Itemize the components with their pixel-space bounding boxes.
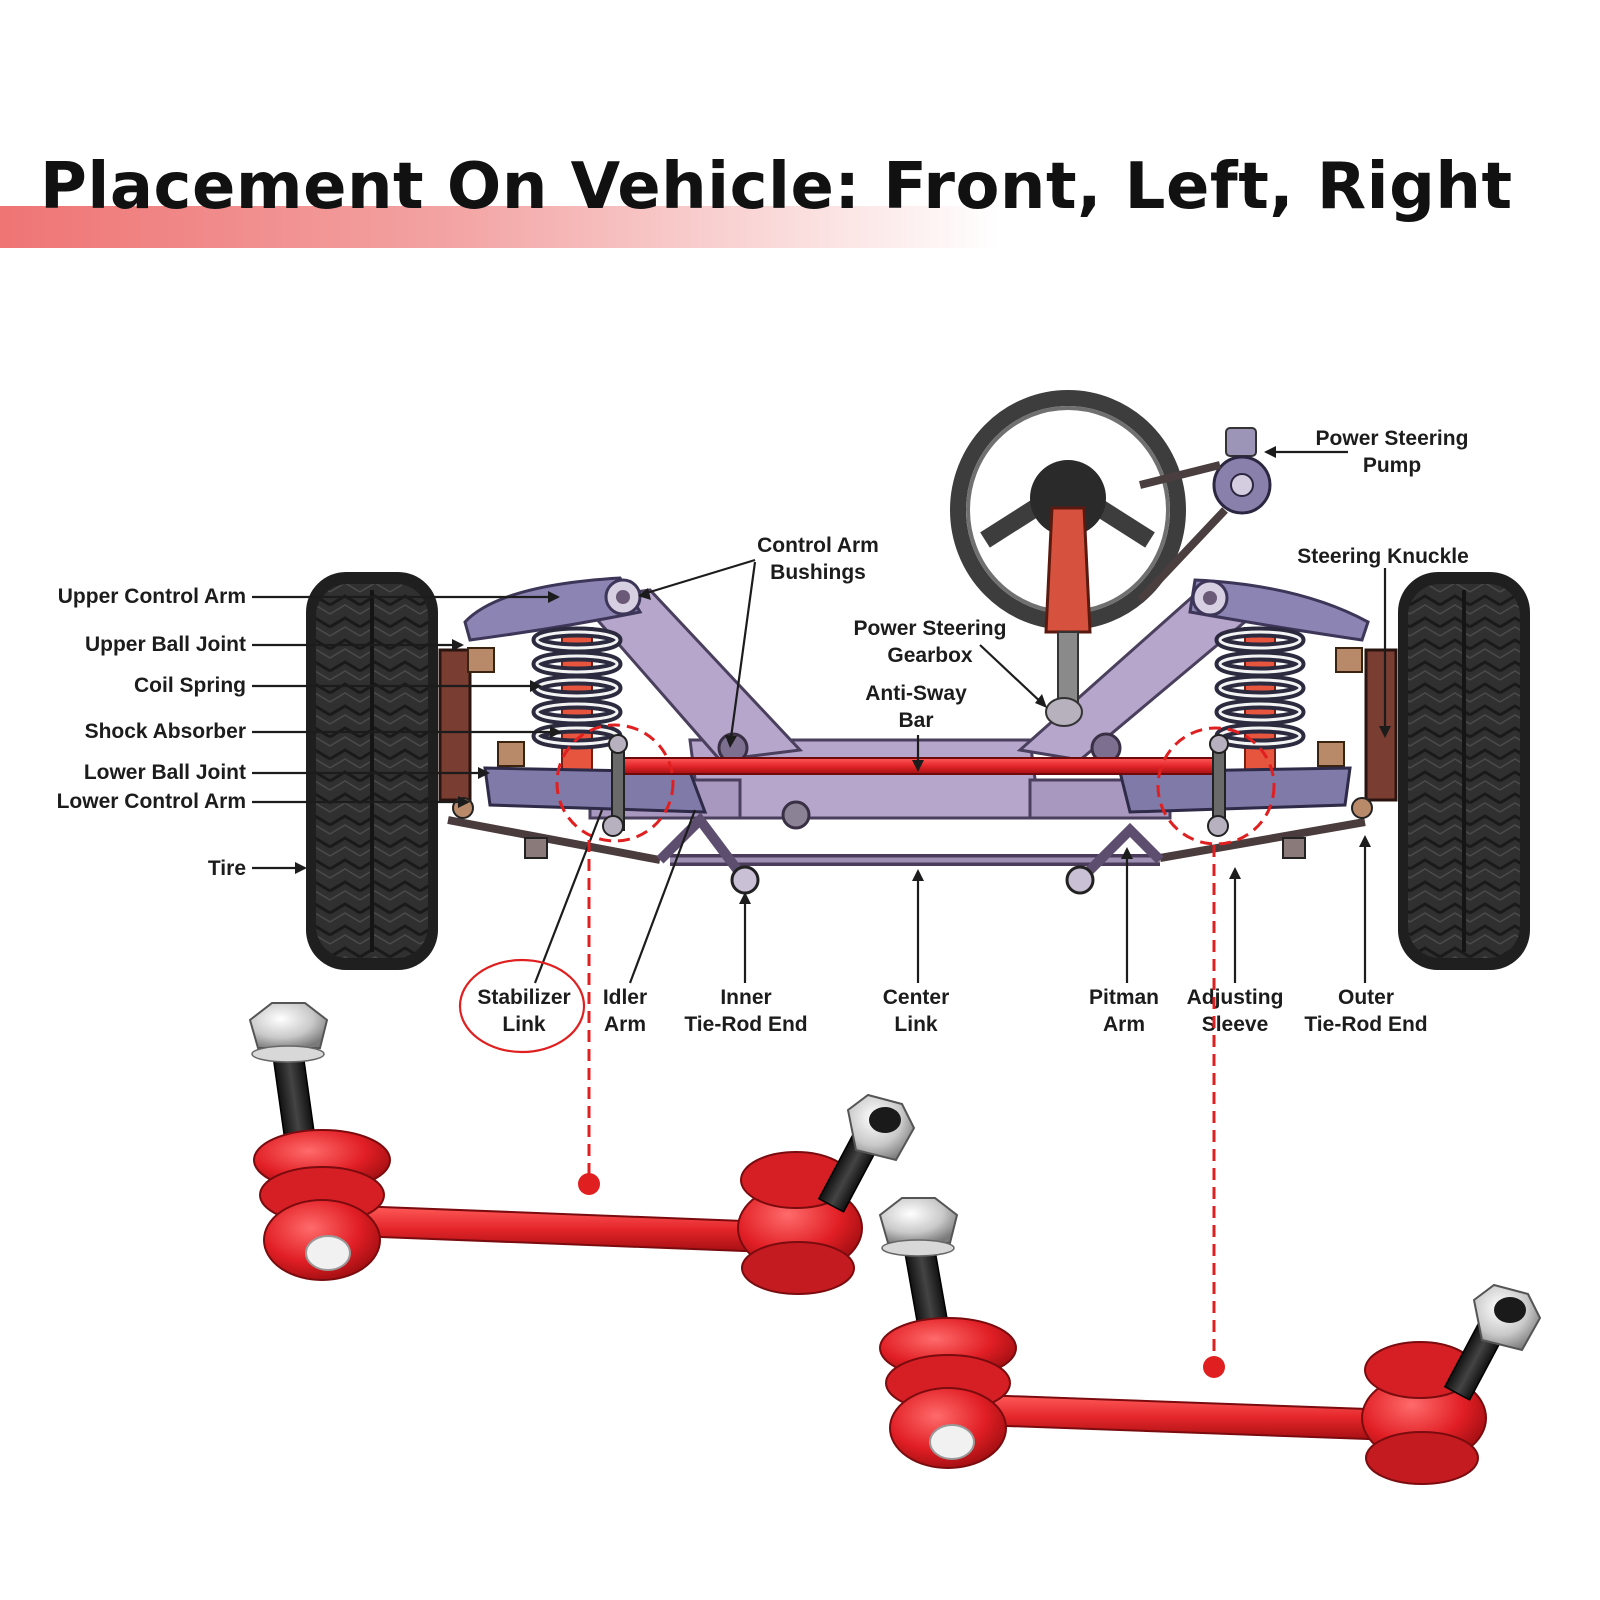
label-stabilizer-link-2: Link <box>502 1013 545 1036</box>
label-idler-arm-2: Arm <box>604 1013 646 1036</box>
label-stabilizer-link-1: Stabilizer <box>477 986 570 1009</box>
label-power-steering-pump-1: Power Steering <box>1316 427 1469 450</box>
label-control-arm-bushings-1: Control Arm <box>757 534 879 557</box>
label-idler-arm-1: Idler <box>603 986 647 1009</box>
label-coil-spring: Coil Spring <box>134 674 246 697</box>
label-tire: Tire <box>208 857 246 880</box>
right-link-highlight <box>1156 726 1276 846</box>
left-upper-control-arm <box>463 576 643 642</box>
label-center-link-2: Link <box>894 1013 937 1036</box>
leader-lines <box>252 450 1387 984</box>
label-steering-knuckle: Steering Knuckle <box>1297 545 1469 568</box>
label-anti-sway-bar-2: Bar <box>898 709 933 732</box>
title-highlight-bar <box>0 206 1000 248</box>
stabilizer-link-product-1 <box>248 1002 916 1295</box>
stabilizer-link-label-ring <box>458 958 586 1054</box>
power-steering-pump <box>1137 427 1272 603</box>
left-tire <box>306 572 438 970</box>
label-lower-ball-joint: Lower Ball Joint <box>84 761 246 784</box>
label-power-steering-gearbox-2: Gearbox <box>887 644 973 667</box>
right-steering-knuckle <box>1317 647 1398 802</box>
label-inner-tie-rod-end-2: Tie-Rod End <box>684 1013 807 1036</box>
label-adjusting-sleeve-1: Adjusting <box>1187 986 1284 1009</box>
label-pitman-arm-1: Pitman <box>1089 986 1159 1009</box>
label-pitman-arm-2: Arm <box>1103 1013 1145 1036</box>
label-adjusting-sleeve-2: Sleeve <box>1202 1013 1269 1036</box>
labels: Upper Control Arm Upper Ball Joint Coil … <box>57 427 1469 1036</box>
right-upper-control-arm <box>1188 578 1370 642</box>
callout-lines <box>578 840 1225 1378</box>
right-coil-spring <box>1214 626 1306 779</box>
left-coil-spring <box>531 626 623 779</box>
label-shock-absorber: Shock Absorber <box>85 720 246 743</box>
label-power-steering-pump-2: Pump <box>1363 454 1421 477</box>
stabilizer-link-product-2 <box>878 1197 1542 1485</box>
label-control-arm-bushings-2: Bushings <box>770 561 866 584</box>
label-power-steering-gearbox-1: Power Steering <box>854 617 1007 640</box>
right-lower-control-arm <box>1118 766 1352 814</box>
label-outer-tie-rod-end-2: Tie-Rod End <box>1304 1013 1427 1036</box>
label-anti-sway-bar-1: Anti-Sway <box>865 682 967 705</box>
steering-linkage <box>447 797 1373 895</box>
right-tire <box>1398 572 1530 970</box>
leader-arrowheads <box>295 446 1391 904</box>
label-inner-tie-rod-end-1: Inner <box>720 986 771 1009</box>
highlight-circles <box>555 723 1276 846</box>
page-title: Placement On Vehicle: Front, Left, Right <box>40 150 1513 224</box>
steering-column <box>1044 506 1092 727</box>
right-callout-dot <box>1203 1356 1225 1378</box>
label-outer-tie-rod-end-1: Outer <box>1338 986 1394 1009</box>
left-callout-dot <box>578 1173 600 1195</box>
left-link-highlight <box>555 723 675 843</box>
label-center-link-1: Center <box>883 986 950 1009</box>
label-lower-control-arm: Lower Control Arm <box>57 790 246 813</box>
label-upper-ball-joint: Upper Ball Joint <box>85 633 246 656</box>
label-upper-control-arm: Upper Control Arm <box>58 585 246 608</box>
